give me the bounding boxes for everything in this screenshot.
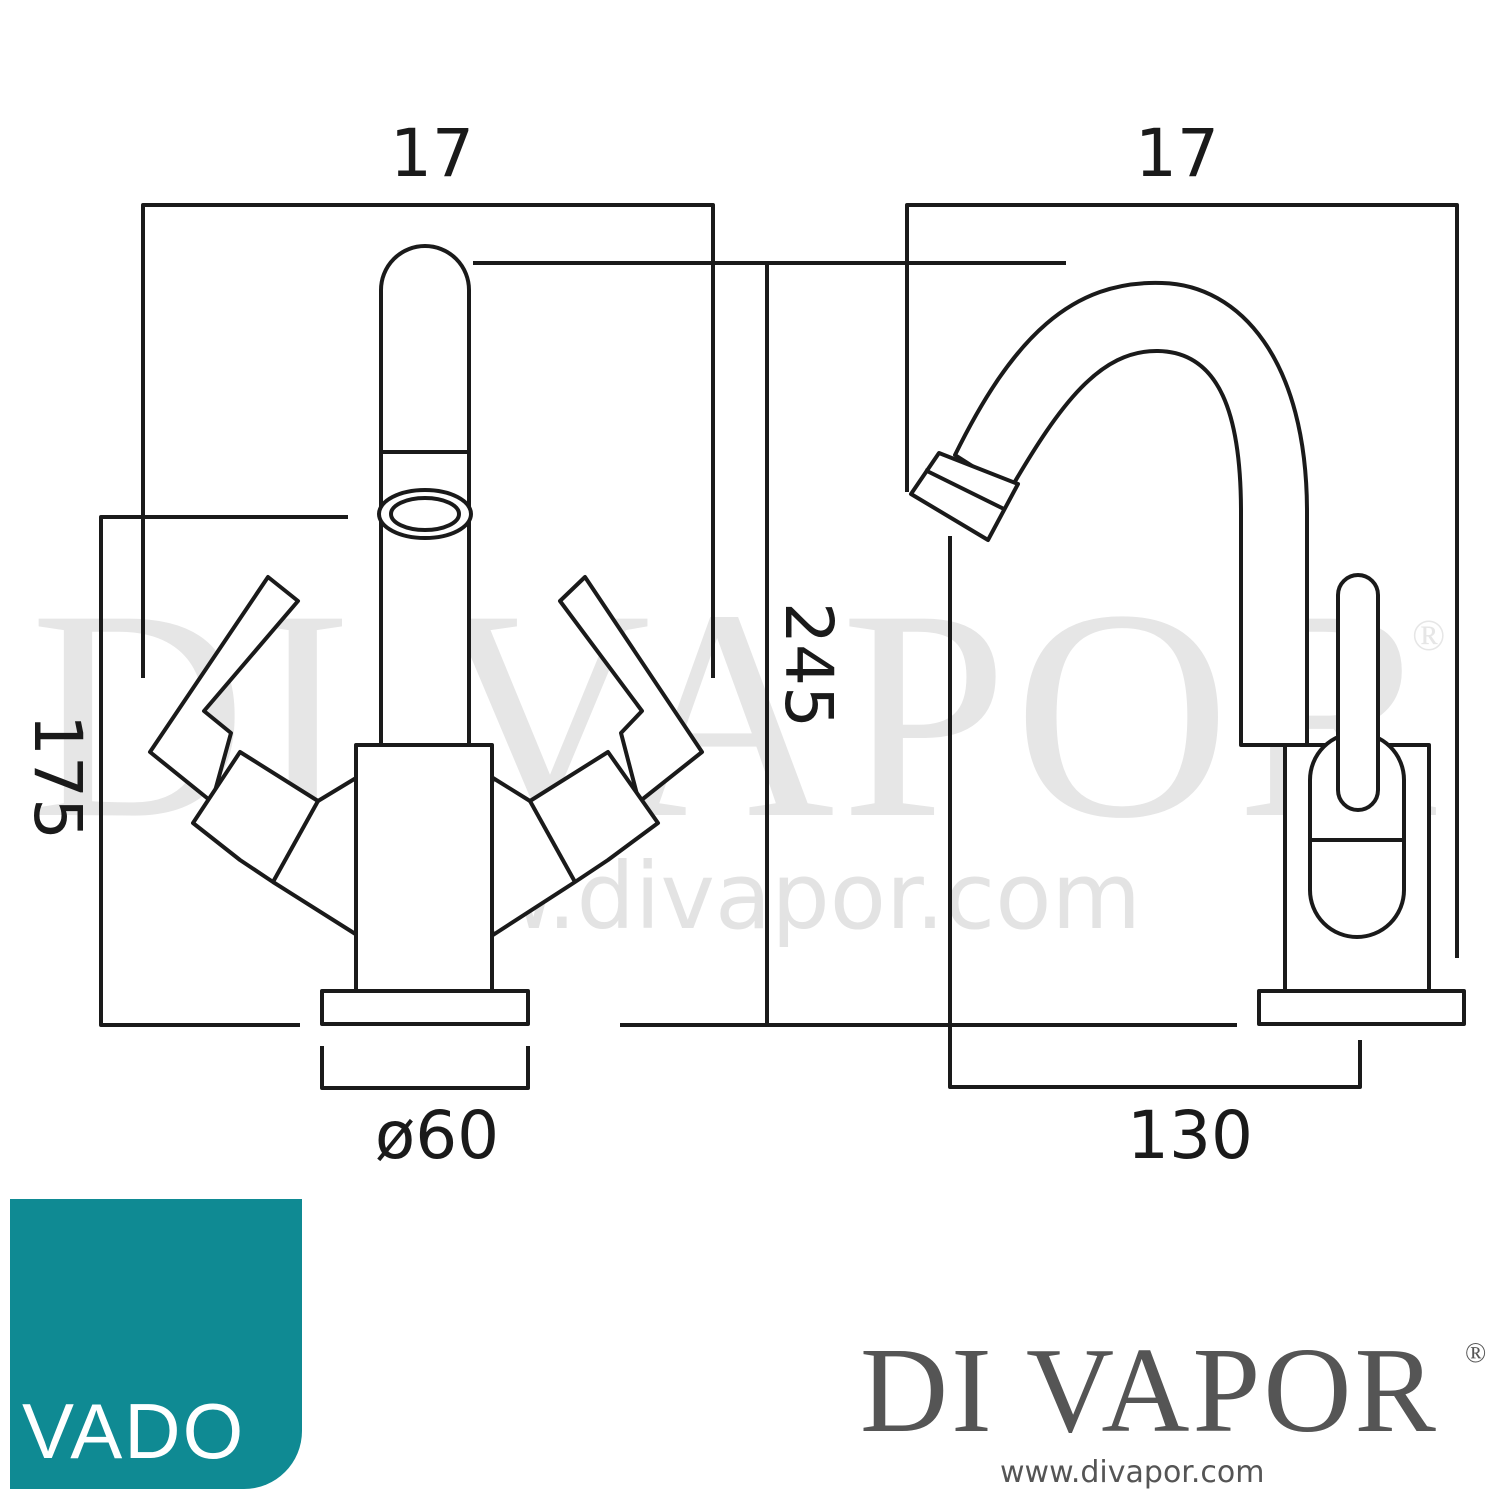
front-width-label: 17	[390, 115, 474, 192]
left-handle-lever	[148, 575, 300, 804]
side-view	[905, 203, 1466, 1089]
base-diameter-dimension-line	[320, 1046, 530, 1090]
side-handle-hub	[1308, 731, 1406, 939]
projection-label: 130	[1127, 1097, 1253, 1174]
side-gooseneck-spout	[953, 280, 1309, 747]
side-spout-band	[924, 468, 1005, 511]
vado-logo-text: VADO	[22, 1387, 246, 1475]
vado-logo	[10, 1199, 302, 1489]
spout-height-dimension-line	[99, 515, 348, 1027]
brand-name: DI VAPOR	[860, 1323, 1439, 1458]
watermark-registered-mark: ®	[1412, 611, 1445, 660]
projection-dimension-line	[948, 536, 1362, 1089]
base-diameter-label: ø60	[375, 1097, 499, 1174]
side-width-label: 17	[1135, 115, 1219, 192]
side-width-dimension-line	[905, 203, 1459, 958]
side-handle-lever	[1336, 573, 1380, 812]
right-handle-lever	[558, 575, 704, 804]
spout-height-label: 175	[19, 714, 96, 840]
brand-registered-mark: ®	[1465, 1338, 1487, 1369]
front-tap-body	[354, 743, 494, 993]
left-handle-collar-line	[271, 800, 320, 883]
front-spout-aerator	[389, 496, 461, 532]
front-width-dimension-line	[141, 203, 715, 678]
brand-url: www.divapor.com	[1000, 1455, 1265, 1490]
right-handle-collar-line	[528, 800, 577, 883]
front-view	[99, 203, 1237, 1090]
side-base-plate	[1257, 989, 1466, 1026]
total-height-label: 245	[770, 602, 847, 728]
watermark: DI VAPOR ® www.divapor.com	[30, 548, 1445, 950]
front-base-plate	[320, 989, 530, 1026]
